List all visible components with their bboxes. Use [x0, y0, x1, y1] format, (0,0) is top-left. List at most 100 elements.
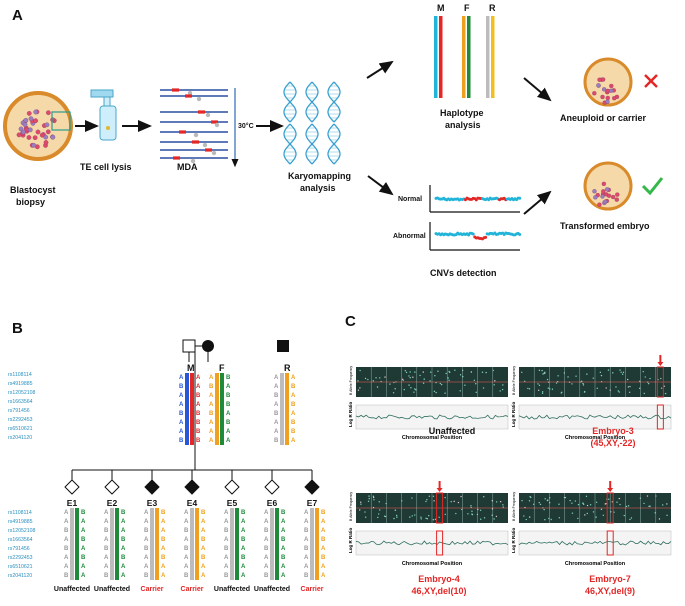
embryo-id-e4: E4 — [187, 498, 198, 508]
baf-dot — [457, 501, 460, 504]
baf-dot — [538, 501, 541, 504]
baf-dot — [521, 371, 523, 374]
cell-dot — [593, 195, 598, 200]
allele: A — [291, 393, 296, 399]
baf-dot — [373, 499, 375, 501]
baf-dot — [425, 500, 427, 503]
allele: B — [64, 573, 69, 579]
baf-dot — [617, 390, 620, 392]
baf-dot — [627, 505, 630, 507]
baf-dot — [384, 515, 387, 518]
embryo-symbol-e6 — [264, 479, 280, 495]
baf-dot — [460, 495, 462, 498]
allele: A — [201, 546, 206, 552]
baf-dot — [547, 499, 549, 501]
polymerase-mark — [196, 96, 202, 102]
allele: B — [144, 528, 149, 534]
baf-dot — [666, 514, 668, 517]
baf-dot — [426, 518, 429, 520]
blastocyst-icon — [3, 91, 73, 161]
baf-dot — [377, 513, 380, 515]
baf-dot — [607, 369, 610, 371]
baf-dot — [476, 513, 479, 516]
chromosome-bar — [185, 373, 189, 445]
baf-dot — [596, 387, 598, 390]
hap-header-r: R — [489, 3, 496, 13]
helix-strand — [327, 123, 341, 165]
baf-dot — [643, 392, 645, 395]
baf-dot — [411, 515, 413, 517]
allele: B — [281, 555, 286, 561]
baf-dot — [392, 392, 395, 394]
chromosome-bar — [275, 508, 279, 580]
baf-dot — [471, 513, 474, 516]
baf-dot — [434, 518, 437, 521]
parent-label-f: F — [219, 363, 225, 373]
cell-dot — [23, 118, 29, 123]
baf-dot — [376, 386, 379, 388]
chromosome-bar — [215, 373, 219, 445]
biopsy-label-1: Blastocyst — [10, 185, 56, 195]
cell-dot — [592, 91, 597, 96]
allele: B — [121, 555, 126, 561]
baf-dot — [379, 377, 381, 379]
baf-dot — [444, 513, 446, 516]
baf-dot — [384, 376, 386, 378]
baf-dot — [558, 517, 561, 519]
allele: B — [81, 555, 86, 561]
baf-dot — [582, 382, 584, 385]
allele: B — [209, 384, 214, 390]
baf-dot — [467, 513, 469, 515]
baf-dot — [401, 378, 404, 380]
anomaly-box — [436, 530, 444, 556]
cnv-plot: Normal Abnormal — [393, 185, 522, 251]
baf-dot — [433, 500, 435, 502]
allele: B — [264, 573, 269, 579]
polymerase-mark — [205, 112, 211, 118]
cell-dot — [21, 129, 26, 135]
allele: A — [64, 555, 69, 561]
chromosome-bar — [115, 508, 119, 580]
baf-dot — [414, 388, 416, 390]
aneuploid-label: Aneuploid or carrier — [560, 113, 647, 123]
baf-dot — [577, 517, 579, 520]
baf-dot — [485, 371, 487, 374]
allele: A — [104, 537, 109, 543]
x-axis-label: Chromosomal Position — [402, 561, 463, 567]
allele: A — [226, 384, 231, 390]
embryo-symbol-e5 — [224, 479, 240, 495]
cell-dot — [35, 129, 41, 135]
baf-dot — [444, 392, 446, 394]
baf-dot — [450, 500, 452, 503]
snp-id: rs12052108 — [8, 390, 36, 396]
cell-dot — [600, 194, 605, 199]
anomaly-arrowhead — [657, 362, 664, 366]
allele: B — [304, 528, 309, 534]
allele: B — [144, 546, 149, 552]
allele: A — [241, 564, 246, 570]
cell-dot — [43, 140, 49, 145]
baf-dot — [574, 500, 577, 502]
cnv-dot — [518, 196, 522, 200]
allele: A — [209, 420, 214, 426]
allele: B — [64, 528, 69, 534]
baf-dot — [441, 383, 443, 386]
baf-dot — [455, 512, 457, 515]
allele: A — [196, 402, 201, 408]
embryo-id-e1: E1 — [67, 498, 78, 508]
baf-dot — [360, 503, 362, 505]
baf-dot — [582, 502, 584, 505]
allele: A — [144, 510, 149, 516]
cell-dot — [31, 143, 37, 148]
cell-dot — [22, 122, 28, 128]
allele: B — [226, 420, 231, 426]
allele: A — [281, 528, 286, 534]
baf-dot — [539, 503, 542, 506]
baf-dot — [470, 504, 472, 507]
primer-mark — [173, 156, 180, 160]
baf-dot — [649, 377, 651, 380]
anomaly-arrowhead — [436, 488, 443, 492]
polymerase-mark — [193, 132, 199, 138]
baf-dot — [622, 373, 624, 375]
allele: B — [226, 393, 231, 399]
